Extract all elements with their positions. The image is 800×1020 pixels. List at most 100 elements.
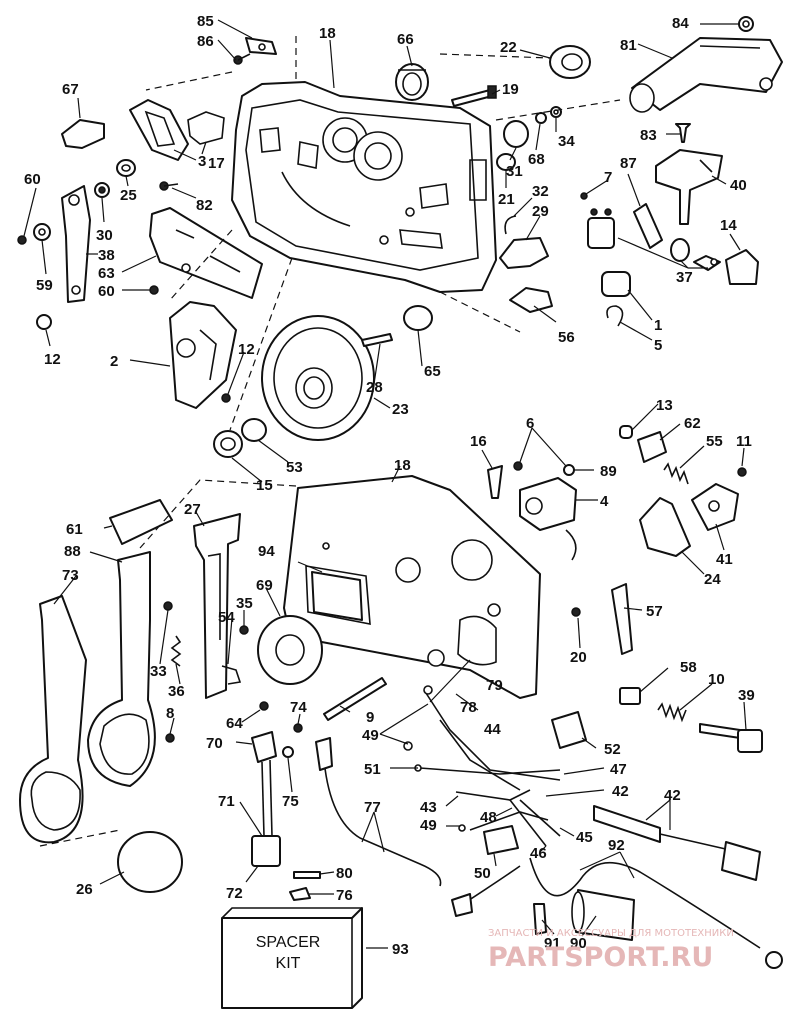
callout-64: 64: [226, 715, 243, 732]
nut-84: [738, 16, 754, 32]
switch-52: [551, 711, 587, 749]
callout-86: 86: [197, 33, 214, 50]
shaft-39: [699, 723, 763, 753]
grip-61: [109, 499, 173, 545]
screw-11: [737, 467, 747, 477]
callout-13: 13: [656, 397, 673, 414]
callout-17: 17: [208, 155, 225, 172]
callout-41: 41: [716, 551, 733, 568]
callout-53: 53: [286, 459, 303, 476]
washer-75: [282, 746, 294, 758]
key-switch-37: [587, 208, 721, 271]
bracket-70: [251, 731, 277, 763]
callout-76: 76: [336, 887, 353, 904]
gear-housing-23: [261, 315, 375, 441]
callout-9: 9: [366, 709, 374, 726]
washer-25: [116, 159, 136, 177]
bracket-85: [245, 37, 277, 55]
callout-14: 14: [720, 217, 737, 234]
bolt-9: [323, 677, 387, 721]
callout-84: 84: [672, 15, 689, 32]
callout-61: 61: [66, 521, 83, 538]
callout-29: 29: [532, 203, 549, 220]
callout-43: 43: [420, 799, 437, 816]
callout-21: 21: [498, 191, 515, 208]
callout-81: 81: [620, 37, 637, 54]
spacer-kit-box-93: SPACER KIT: [221, 907, 363, 1009]
arm-81: [629, 37, 783, 113]
screw-74: [293, 723, 303, 733]
callout-49-lower: 49: [420, 817, 437, 834]
callout-23: 23: [392, 401, 409, 418]
sleeve-90: [571, 889, 635, 941]
callout-38: 38: [98, 247, 115, 264]
callout-63: 63: [98, 265, 115, 282]
plate-24: [639, 497, 691, 557]
plug-13: [619, 425, 633, 439]
lens-26: [117, 831, 183, 893]
callout-36: 36: [168, 683, 185, 700]
block-41: [691, 483, 739, 531]
callout-73: 73: [62, 567, 79, 584]
key-cap-14: [725, 249, 759, 285]
cam-29: [499, 237, 549, 269]
bushing-15: [213, 430, 243, 458]
callout-85: 85: [197, 13, 214, 30]
callout-8: 8: [166, 705, 174, 722]
callout-52: 52: [604, 741, 621, 758]
callout-16: 16: [470, 433, 487, 450]
screw-83: [675, 123, 691, 143]
callout-59: 59: [36, 277, 53, 294]
detent-ring-69: [257, 615, 323, 685]
callout-93: 93: [392, 941, 409, 958]
callout-42-lower: 42: [664, 787, 681, 804]
callout-7: 7: [604, 169, 612, 186]
callout-60-top: 60: [24, 171, 41, 188]
nut-30: [94, 182, 110, 198]
callout-94: 94: [258, 543, 275, 560]
grommet-66: [395, 63, 429, 101]
washer-59: [33, 223, 51, 241]
pin-12-left: [36, 314, 52, 330]
washer-89: [563, 464, 575, 476]
alignment-lines: [39, 36, 621, 847]
link-57: [611, 583, 633, 655]
terminal-76: [289, 887, 311, 901]
callout-35: 35: [236, 595, 253, 612]
callout-28: 28: [366, 379, 383, 396]
callout-18-lower: 18: [394, 457, 411, 474]
callout-20: 20: [570, 649, 587, 666]
callout-12-center: 12: [238, 341, 255, 358]
callout-79: 79: [486, 677, 503, 694]
callout-74: 74: [290, 699, 307, 716]
watermark-brand: PARTSPORT.RU: [488, 942, 713, 973]
callout-25: 25: [120, 187, 137, 204]
bushing-53: [241, 418, 267, 442]
callout-34: 34: [558, 133, 575, 150]
connector-91: [533, 903, 547, 935]
housing-lower: [283, 475, 541, 699]
callout-12-left: 12: [44, 351, 61, 368]
spacer-kit-label-line1: SPACER: [256, 934, 321, 951]
callout-90: 90: [570, 935, 587, 952]
screw-6: [513, 461, 523, 471]
nut-68: [535, 112, 547, 124]
connector-50: [483, 825, 519, 855]
connector-72: [251, 835, 281, 867]
callout-89: 89: [600, 463, 617, 480]
callout-6: 6: [526, 415, 534, 432]
screw-86: [233, 53, 251, 65]
tube-42: [593, 805, 761, 881]
callout-26: 26: [76, 881, 93, 898]
screw-28: [361, 333, 393, 347]
callout-67: 67: [62, 81, 79, 98]
callout-15: 15: [256, 477, 273, 494]
callout-68: 68: [528, 151, 545, 168]
bracket-62: [637, 431, 667, 463]
callout-50: 50: [474, 865, 491, 882]
callout-60-bottom: 60: [98, 283, 115, 300]
screw-82: [159, 181, 179, 191]
callout-49-upper: 49: [362, 727, 379, 744]
block-58: [619, 687, 641, 705]
bracket-67: [61, 119, 105, 149]
